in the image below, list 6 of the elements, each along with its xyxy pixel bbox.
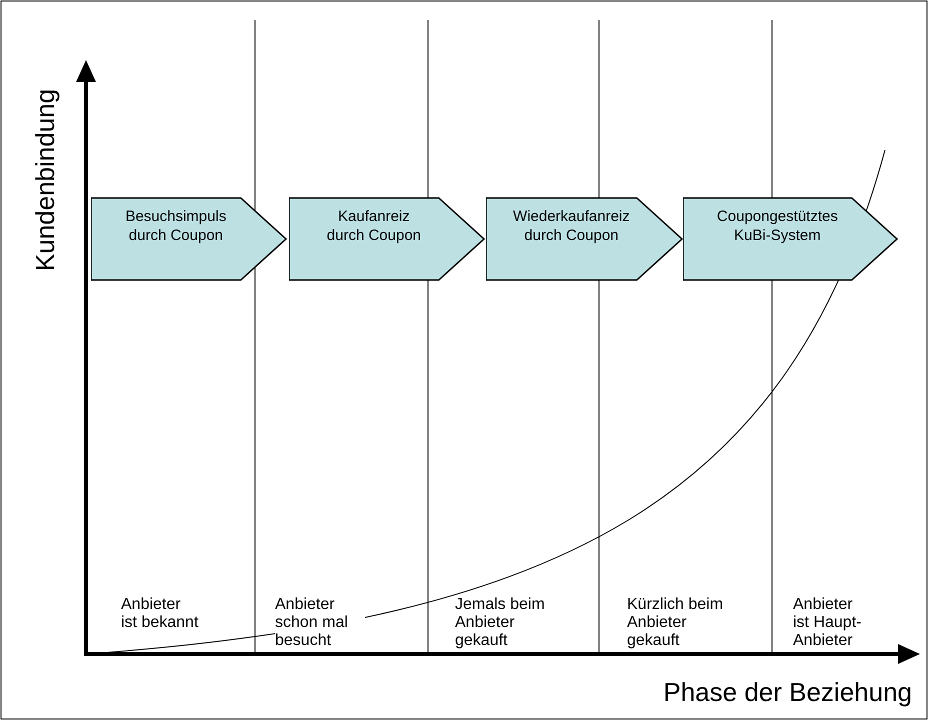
step-label: Kaufanreiz durch Coupon <box>326 207 422 245</box>
step-label: Besuchsimpuls durch Coupon <box>124 207 228 245</box>
axis-title: Phase der Beziehung <box>663 677 912 707</box>
axis-title: Kundenbindung <box>30 88 60 272</box>
step-label: Wiederkaufanreiz durch Coupon <box>512 207 631 245</box>
step-label: Coupongestütztes KuBi-System <box>716 207 839 245</box>
